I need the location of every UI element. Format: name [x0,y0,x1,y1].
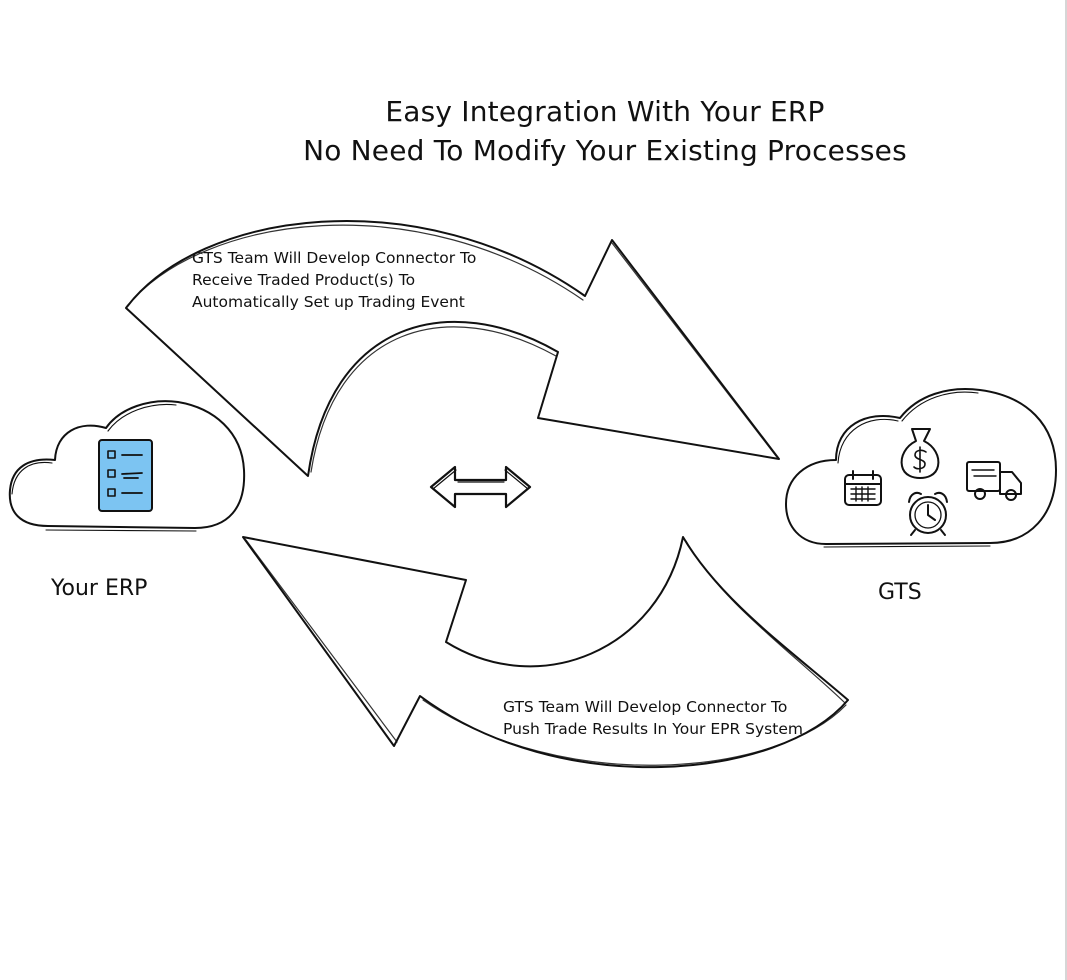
erp-to-gts-note-line-2: Receive Traded Product(s) To [192,271,416,289]
erp-to-gts-note: GTS Team Will Develop Connector To Recei… [192,247,476,313]
lower-flow-arrow-sketch [245,539,847,766]
title-line-2: No Need To Modify Your Existing Processe… [303,134,907,167]
gts-to-erp-note-line-2: Push Trade Results In Your EPR System [503,720,803,738]
gts-cloud-sketch [823,391,991,548]
erp-label: Your ERP [51,576,148,601]
page-title: Easy Integration With Your ERP No Need T… [240,92,970,170]
checklist-icon [98,439,153,512]
gts-label: GTS [878,580,922,605]
lower-flow-arrow [242,536,849,769]
upper-flow-arrow [125,220,780,477]
bidirectional-arrow-sketch [432,469,529,490]
erp-to-gts-note-line-1: GTS Team Will Develop Connector To [192,249,477,267]
erp-to-gts-note-line-3: Automatically Set up Trading Event [192,293,465,311]
page-edge-divider [1065,0,1067,980]
title-line-1: Easy Integration With Your ERP [385,95,825,128]
erp-cloud [8,400,246,529]
gts-cloud [785,388,1057,545]
bidirectional-arrow-icon [429,465,532,509]
gts-to-erp-note: GTS Team Will Develop Connector To Push … [503,696,803,740]
money-bag-icon [900,428,940,479]
alarm-clock-icon [908,491,948,536]
gts-to-erp-note-line-1: GTS Team Will Develop Connector To [503,698,788,716]
erp-cloud-sketch [11,403,197,532]
upper-flow-arrow-sketch [127,224,777,473]
delivery-truck-icon [966,461,1022,501]
calendar-icon [844,470,882,506]
